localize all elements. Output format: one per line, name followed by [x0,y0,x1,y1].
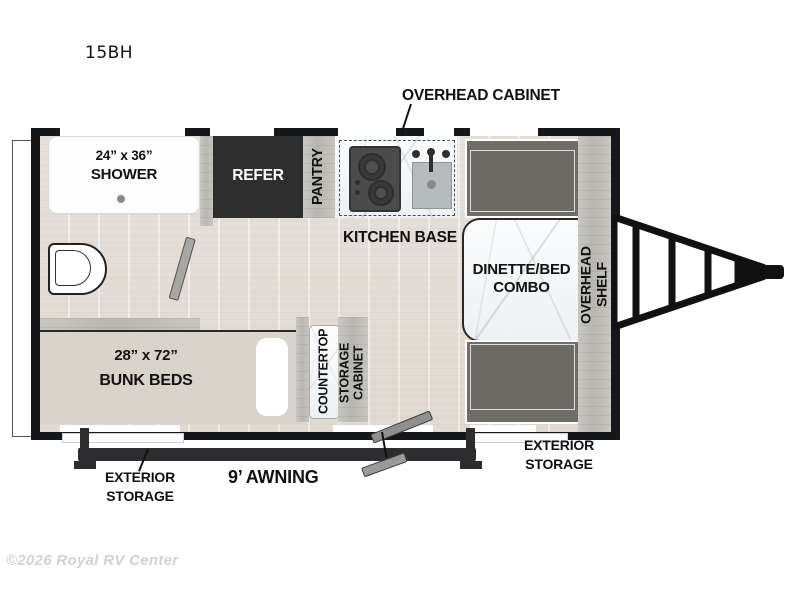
storage-cabinet-label-line2: CABINET [351,345,366,401]
bunk-rail [40,318,200,331]
awning-foot [74,461,96,469]
dinette-seat-lower-cushion [470,344,575,410]
shower-drain-icon [117,195,125,203]
window-dinette [470,128,538,136]
dinette-bed-combo [462,218,585,342]
callout-awning: 9’ AWNING [228,467,319,487]
burner-large-center-icon [364,159,380,175]
shower-label: SHOWER [90,166,158,183]
window-dinette-lower [470,425,536,432]
pantry-label: PANTRY [310,148,327,206]
bunk-size-label: 28” x 72” [114,347,178,364]
faucet-icon [429,150,433,172]
page-title: 15BH [85,43,134,63]
dinette-label-line1: DINETTE/BED [472,261,571,278]
countertop-label: COUNTERTOP [316,328,331,414]
trailer-tongue-hitch-icon [612,215,784,330]
callout-exterior-storage-left: EXTERIOR STORAGE [92,469,188,505]
awning-foot [460,461,482,469]
awning-bar [78,448,476,461]
dinette-seat-upper-cushion [470,150,575,212]
refer-label: REFER [232,167,284,184]
counter-support-post [296,317,309,422]
overhead-cabinet-outline [339,140,455,216]
window-refer-side [210,128,274,136]
window-kitchen-2 [424,128,454,136]
window-rear-side [60,128,185,136]
window-bunk-exterior [60,425,180,432]
bunk-egress-window [255,337,289,417]
shower-size-label: 24” x 36” [95,148,153,163]
callout-exterior-storage-left-line2: STORAGE [106,488,174,505]
callout-exterior-storage-right: EXTERIOR STORAGE [513,437,605,473]
overhead-shelf-label-line2: SHELF [593,262,610,308]
pantry [303,136,335,218]
faucet-handle-icon [442,150,450,158]
toilet-seat-icon [55,250,91,286]
callout-overhead-cabinet: OVERHEAD CABINET [402,87,560,104]
stove-knob-icon [355,190,360,195]
callout-exterior-storage-left-line1: EXTERIOR [105,469,175,485]
dinette-label-line2: COMBO [493,279,550,296]
refrigerator [213,136,303,218]
window-kitchen [338,128,396,136]
storage-cabinet-label-line1: STORAGE [337,342,352,404]
overhead-shelf-label-line1: OVERHEAD [577,246,594,324]
burner-large-icon [358,153,386,181]
copyright-notice: ©2026 Royal RV Center [6,552,179,569]
overhead-shelf [578,136,611,432]
stove-knob-icon [355,180,360,185]
faucet-handle-icon [412,150,420,158]
callout-exterior-storage-right-line1: EXTERIOR [524,437,594,453]
bunk-beds-label: BUNK BEDS [99,372,193,389]
burner-small-center-icon [374,186,388,200]
shower-partition-wall [200,136,213,226]
exterior-storage-door-left [62,433,184,443]
callout-exterior-storage-right-line2: STORAGE [525,456,593,473]
faucet-spout-icon [427,148,435,156]
awning-leg [80,428,89,450]
sink-drain-icon [427,180,436,189]
storage-cabinet [338,317,368,422]
callout-kitchen-base: KITCHEN BASE [343,229,457,246]
awning-leg [466,428,475,450]
